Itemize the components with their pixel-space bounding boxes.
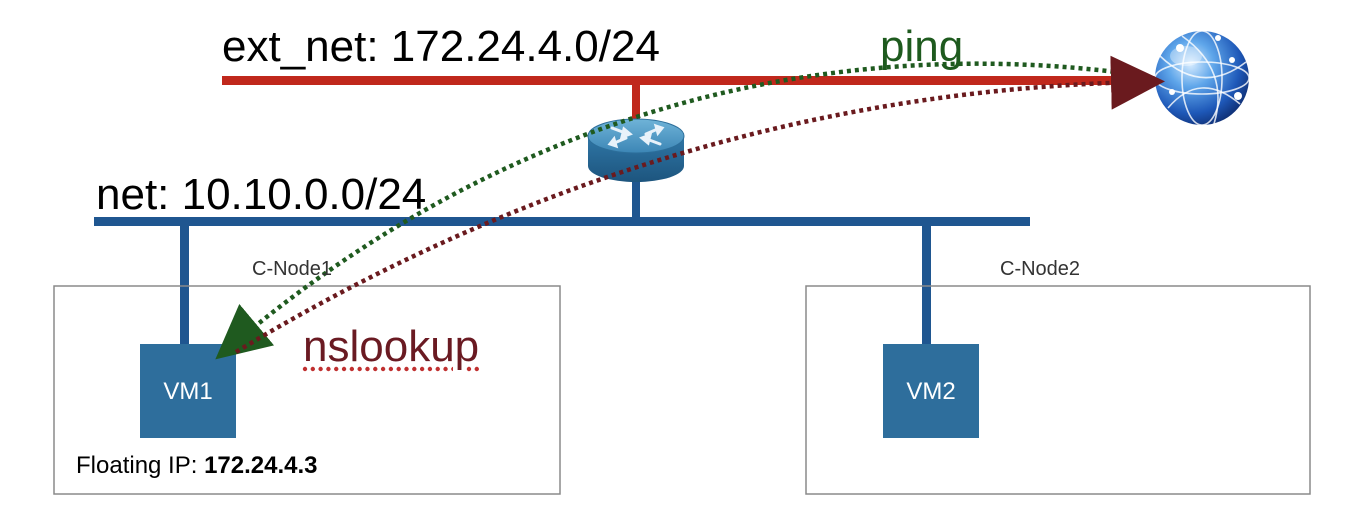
c-node2-label: C-Node2 xyxy=(1000,258,1081,280)
router-downlink xyxy=(632,170,640,220)
ext-net-label: ext_net: 172.24.4.0/24 xyxy=(222,22,660,71)
router-icon xyxy=(587,118,685,182)
floating-ip: Floating IP: 172.24.4.3 xyxy=(76,452,318,480)
ping-label: ping xyxy=(880,22,964,71)
router-uplink xyxy=(632,85,640,125)
c-node1-label: C-Node1 xyxy=(252,258,333,280)
vm2-box xyxy=(883,344,979,438)
net-bar xyxy=(94,217,1030,226)
vm1-link xyxy=(180,226,189,344)
nslookup-label: nslookup xyxy=(303,322,480,371)
vm2-label: VM2 xyxy=(906,378,956,405)
nslookup-arrow xyxy=(234,55,1165,354)
globe-icon xyxy=(1154,30,1250,126)
floating-ip-prefix: Floating IP: xyxy=(76,452,205,479)
vm1-box xyxy=(140,344,236,438)
c-node2-box xyxy=(805,285,1311,495)
ext-net-bar xyxy=(222,76,1176,85)
vm2-link xyxy=(922,226,931,344)
net-label: net: 10.10.0.0/24 xyxy=(96,170,427,219)
ping-arrow xyxy=(215,61,1147,360)
vm1-label: VM1 xyxy=(163,378,213,405)
floating-ip-value: 172.24.4.3 xyxy=(204,452,318,479)
c-node1-box xyxy=(53,285,561,495)
